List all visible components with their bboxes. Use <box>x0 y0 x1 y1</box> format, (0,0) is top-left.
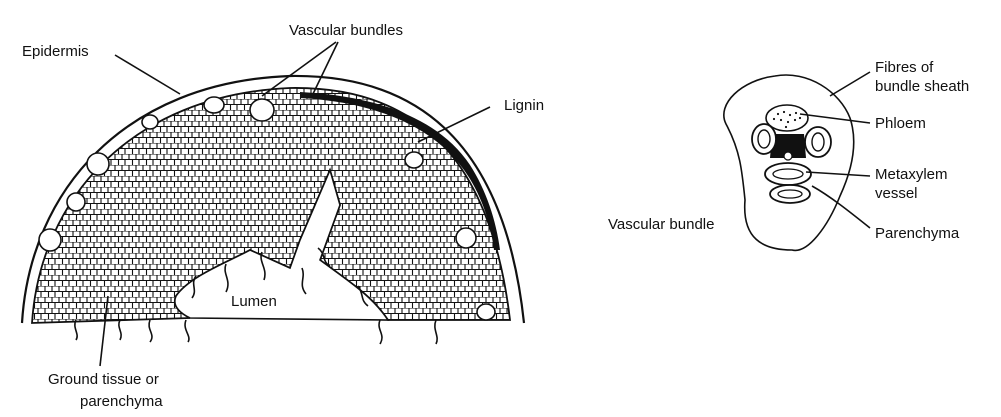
vascular-bundle-detail: Fibres of bundle sheath Phloem Metaxylem… <box>608 59 969 250</box>
label-fibres-line1: Fibres of <box>875 59 934 76</box>
label-epidermis: Epidermis <box>22 43 89 60</box>
label-ground-tissue-line2: parenchyma <box>80 393 163 410</box>
label-phloem: Phloem <box>875 115 926 132</box>
stem-cross-section: Epidermis Vascular bundles Lignin Lumen … <box>22 22 544 410</box>
label-metaxylem-line1: Metaxylem <box>875 166 948 183</box>
label-vascular-bundle: Vascular bundle <box>608 216 714 233</box>
vascular-bundle <box>39 229 61 251</box>
vascular-bundle <box>142 115 158 129</box>
fibres-leader <box>830 72 870 96</box>
label-lumen: Lumen <box>231 293 277 310</box>
vascular-bundle <box>67 193 85 211</box>
label-vascular-bundles: Vascular bundles <box>289 22 403 39</box>
vascular-bundle <box>456 228 476 248</box>
label-fibres-line2: bundle sheath <box>875 78 969 95</box>
label-lignin: Lignin <box>504 97 544 114</box>
label-ground-tissue-line1: Ground tissue or <box>48 371 159 388</box>
vascular-bundle <box>250 99 274 121</box>
vascular-bundle <box>477 304 495 320</box>
vascular-bundle <box>204 97 224 113</box>
label-parenchyma: Parenchyma <box>875 225 960 242</box>
epidermis-leader <box>115 55 180 94</box>
vascular-bundle <box>405 152 423 168</box>
label-metaxylem-line2: vessel <box>875 185 918 202</box>
vascular-bundle <box>87 153 109 175</box>
